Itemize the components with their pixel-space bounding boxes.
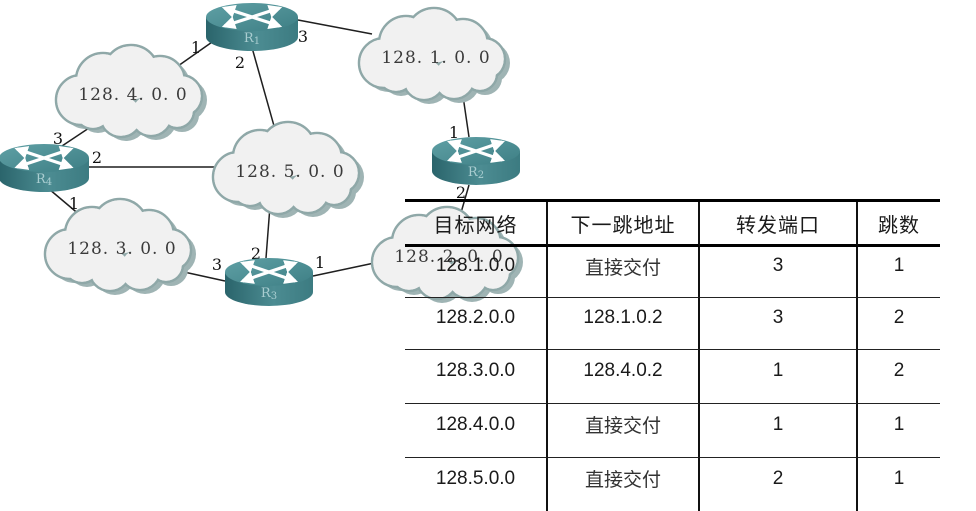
routing-table-cell-r1-c2: 直接交付 [548,247,700,298]
port-number-label: 3 [298,27,308,46]
routing-table-header-col4: 跳数 [858,202,940,247]
network-link: 1 [177,38,216,67]
routing-table-cell-r5-c3: 2 [700,458,858,511]
link-line [462,95,470,138]
router-icon-r4: R4 [0,144,89,192]
port-number-label: 2 [92,148,102,167]
routing-table-header-col2: 下一跳地址 [548,202,700,247]
port-number-label: 1 [191,38,201,57]
router-arrows-icon [240,260,298,284]
router-icon-r2: R2 [432,137,520,185]
routing-table-header-col3: 转发端口 [700,202,858,247]
port-number-label: 1 [315,253,325,272]
network-cloud-network-128-1-0-0: 128. 1. 0. 0 [357,6,510,104]
network-link: 1 [312,253,380,277]
routing-table-cell-r3-c3: 1 [700,350,858,404]
port-number-label: 2 [456,183,466,202]
routing-table-cell-r1-c4: 1 [858,247,940,298]
network-cloud-network-128-5-0-0: 128. 5. 0. 0 [211,120,364,218]
network-address-label: 128. 3. 0. 0 [67,239,176,259]
routing-table-cell-r3-c1: 128.3.0.0 [405,350,548,404]
routing-table-cell-r2-c4: 2 [858,298,940,350]
link-line [250,43,277,134]
routing-table-cell-r1-c1: 128.1.0.0 [405,247,548,298]
routing-table-cell-r4-c2: 直接交付 [548,404,700,458]
network-cloud-network-128-3-0-0: 128. 3. 0. 0 [43,197,196,295]
network-address-label: 128. 2. 0. 0 [394,247,503,267]
port-number-label: 3 [212,255,222,274]
network-link: 2 [89,148,214,168]
link-line [177,39,216,67]
routing-table-header-col1: 目标网络 [405,202,548,247]
routing-table-cell-r5-c1: 128.5.0.0 [405,458,548,511]
routing-table-cell-r5-c2: 直接交付 [548,458,700,511]
link-line [265,205,271,259]
routing-table-cell-r5-c4: 1 [893,467,905,489]
link-line [297,19,373,35]
link-line [312,261,380,277]
network-address-label: 128. 1. 0. 0 [381,48,490,68]
link-line [183,271,226,282]
router-icon-r1: R1 [206,3,298,51]
routing-table-cell-r4-c1: 128.4.0.0 [405,404,548,458]
port-number-label: 2 [235,53,245,72]
network-link: 2 [251,205,271,263]
port-number-label: 1 [69,194,79,213]
network-address-label: 128. 4. 0. 0 [78,85,187,105]
routing-table-cell-r3-c2: 128.4.0.2 [548,350,700,404]
routing-table-cell-r4-c3: 1 [700,404,858,458]
network-link: 2 [235,43,277,134]
network-link: 3 [297,19,373,46]
router-icon-r3: R3 [225,258,313,306]
router-arrows-icon [14,146,74,170]
routing-table-cell-r2-c1: 128.2.0.0 [405,298,548,350]
routing-table-cell-r1-c3: 3 [700,247,858,298]
routing-table-cell-r2-c3: 3 [700,298,858,350]
network-cloud-network-128-4-0-0: 128. 4. 0. 0 [54,43,207,141]
port-number-label: 1 [449,123,459,142]
port-number-label: 2 [251,244,261,263]
network-address-label: 128. 5. 0. 0 [235,162,344,182]
router-arrows-icon [447,139,505,163]
routing-table-cell-r2-c2: 128.1.0.2 [548,298,700,350]
port-number-label: 3 [53,129,63,148]
network-link: 1 [449,95,470,142]
routing-table-cell-r4-c4: 1 [858,404,940,458]
routing-table-cell-r3-c4: 2 [858,350,940,404]
network-link: 3 [183,255,226,282]
router-arrows-icon [221,4,283,30]
